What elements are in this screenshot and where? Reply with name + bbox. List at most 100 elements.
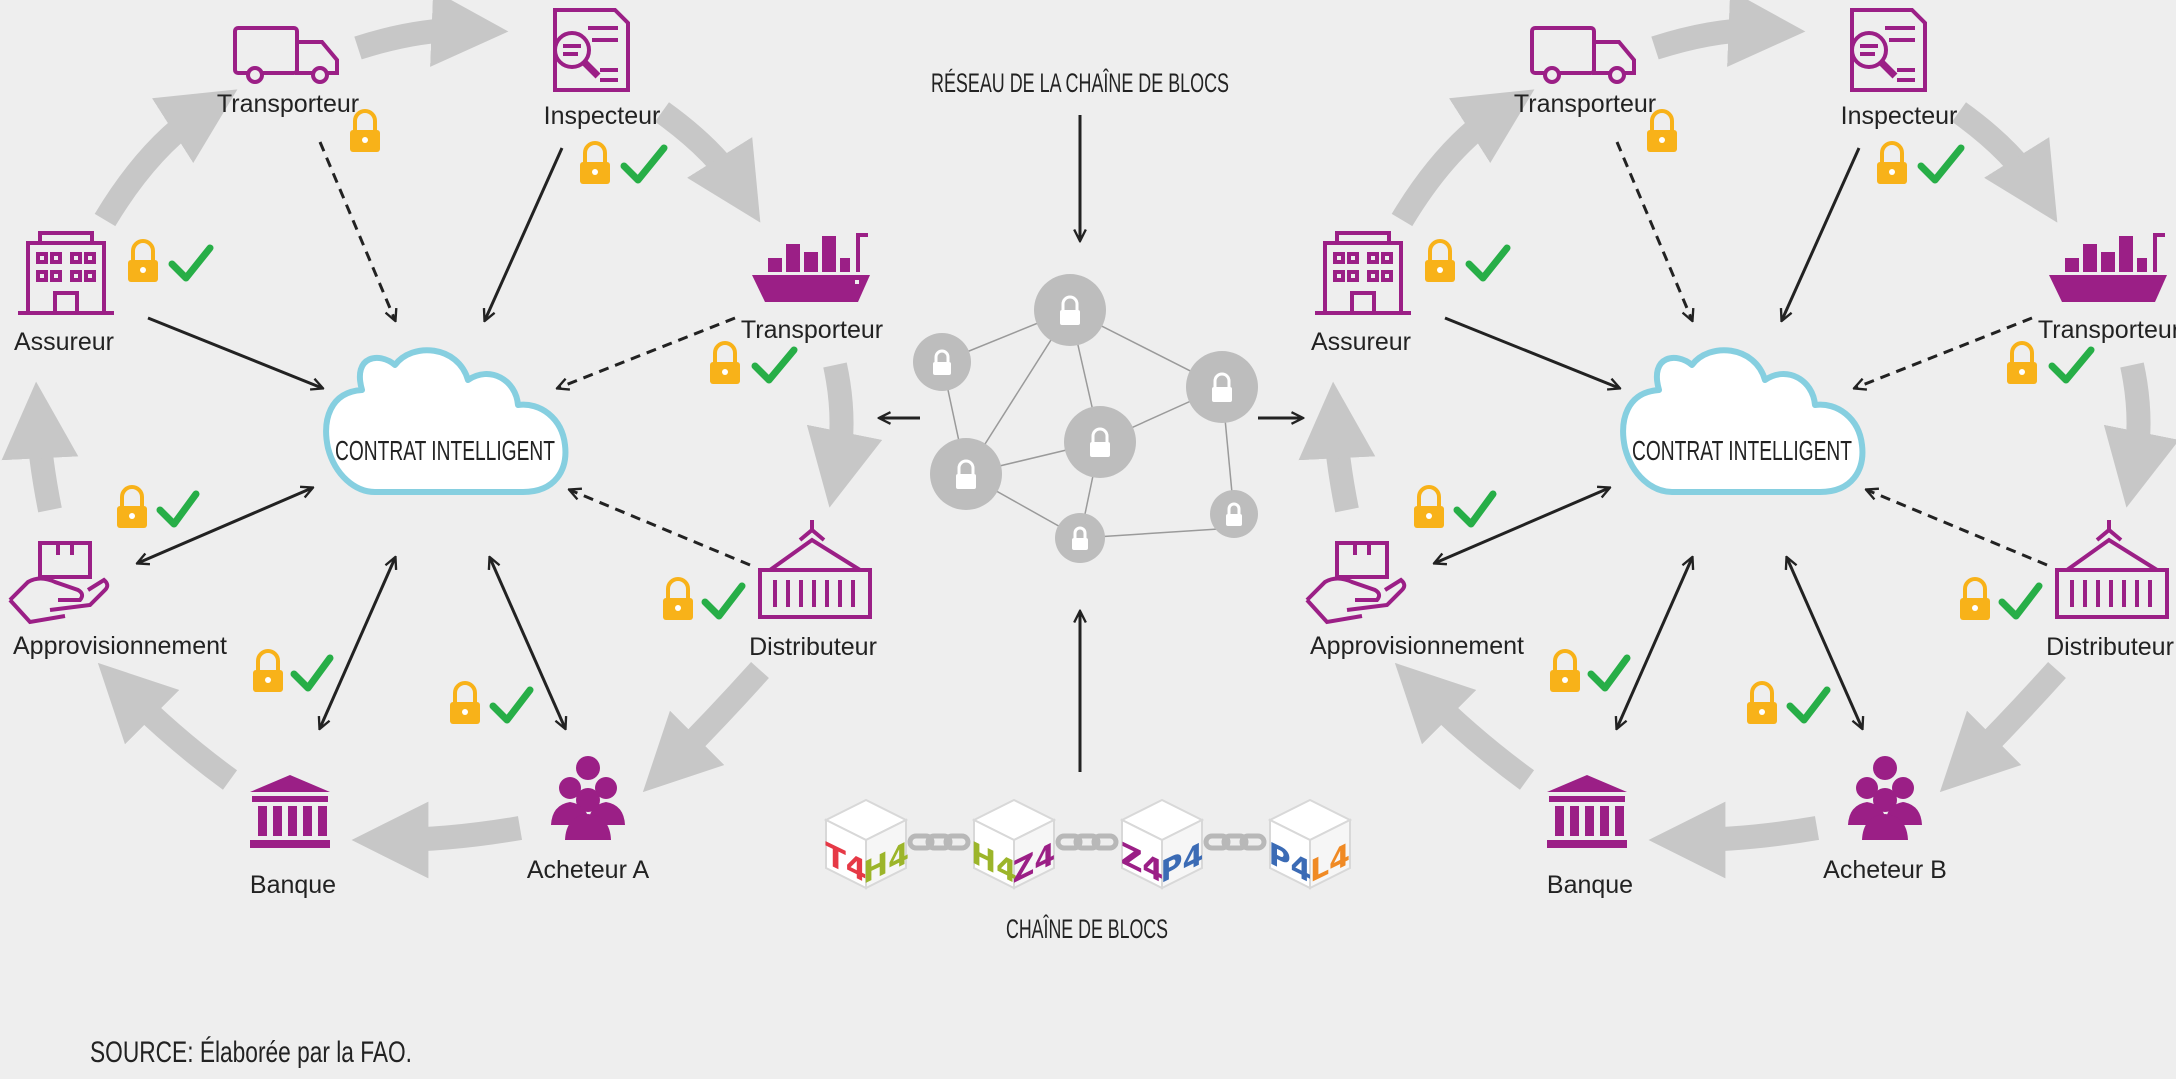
actor-approvisionnement: Approvisionnement — [8, 541, 227, 660]
double-connector — [1435, 488, 1609, 563]
flow-arrow — [654, 102, 761, 223]
actor-label: Inspecteur — [544, 102, 661, 130]
actor-label: Approvisionnement — [1310, 632, 1524, 660]
check-icon — [1453, 490, 1497, 528]
flow-arrow — [1939, 661, 2066, 793]
cargo-ship-icon — [2049, 233, 2167, 302]
source-note: SOURCE: Élaborée par la FAO. — [90, 1036, 412, 1069]
lock-icon — [1647, 109, 1677, 152]
solid-connector — [1444, 316, 1619, 388]
flow-arrow — [1298, 381, 1376, 513]
actor-label: Approvisionnement — [13, 632, 227, 660]
actor-acheteur: Acheteur B — [1823, 756, 1947, 884]
network-node — [930, 438, 1002, 510]
flow-arrow — [354, 0, 509, 67]
actor-inspecteur: Inspecteur — [544, 8, 661, 130]
lock-icon — [117, 485, 147, 528]
actor-transporteur-ship: Transporteur — [741, 233, 883, 344]
double-connector — [1617, 558, 1692, 728]
actor-label: Transporteur — [217, 90, 359, 118]
lock-icon — [450, 681, 480, 724]
actor-transporteur-road: Transporteur — [217, 26, 359, 118]
actor-label: Assureur — [1311, 328, 1411, 356]
inspection-document-icon — [553, 8, 630, 92]
hand-box-icon — [1305, 541, 1407, 625]
check-icon — [620, 144, 668, 184]
cargo-ship-icon — [752, 233, 870, 302]
check-icon — [701, 582, 746, 620]
network-node — [1034, 274, 1106, 346]
solid-connector — [1782, 147, 1861, 320]
people-group-icon — [1848, 756, 1922, 840]
lock-icon — [1414, 485, 1444, 528]
check-icon — [290, 654, 334, 692]
dashed-connector — [570, 490, 751, 567]
actor-label: Transporteur — [2038, 316, 2176, 344]
actor-label: Distributeur — [2046, 633, 2174, 661]
actor-label: Acheteur B — [1823, 856, 1947, 884]
flow-arrow — [1394, 662, 1535, 790]
dashed-connector — [558, 316, 736, 388]
network-node — [913, 333, 971, 391]
actor-label: Acheteur A — [527, 856, 650, 884]
network-node — [1210, 490, 1258, 538]
flow-arrow — [806, 362, 883, 508]
network-node — [1055, 513, 1105, 563]
lock-icon — [580, 141, 610, 184]
check-icon — [1917, 144, 1965, 184]
actor-assureur: Assureur — [1311, 231, 1411, 356]
network-node — [1186, 351, 1258, 423]
actor-label: Transporteur — [741, 316, 883, 344]
left-smart-contract-cloud: CONTRAT INTELLIGENT — [323, 347, 569, 495]
hand-box-icon — [8, 541, 110, 625]
actor-label: Distributeur — [749, 633, 877, 661]
flow-arrow — [94, 89, 238, 227]
lock-icon — [2007, 341, 2037, 384]
lock-icon — [253, 649, 283, 692]
lock-icon — [1877, 141, 1907, 184]
actor-assureur: Assureur — [14, 231, 114, 356]
actor-transporteur-ship: Transporteur — [2038, 233, 2176, 344]
chain-title: CHAÎNE DE BLOCS — [1006, 913, 1168, 944]
actor-banque: Banque — [1547, 775, 1633, 899]
left-security-markers — [117, 109, 798, 724]
check-icon — [751, 346, 798, 384]
flow-arrow — [2103, 362, 2176, 508]
actor-transporteur-road: Transporteur — [1514, 26, 1656, 118]
lock-icon — [1550, 649, 1580, 692]
flow-arrow — [1651, 0, 1806, 67]
double-connector — [490, 558, 565, 728]
right-smart-contract-cloud: CONTRAT INTELLIGENT — [1620, 347, 1866, 495]
contract-label: CONTRAT INTELLIGENT — [1632, 435, 1852, 466]
flow-arrow — [1391, 89, 1535, 227]
container-icon — [758, 520, 872, 619]
double-connector — [1787, 558, 1862, 728]
flow-arrow — [351, 801, 523, 879]
left-cycle: CONTRAT INTELLIGENT — [1, 0, 883, 899]
solid-connector — [147, 316, 322, 388]
office-building-icon — [1315, 231, 1411, 315]
actor-acheteur: Acheteur A — [527, 756, 650, 884]
lock-icon — [663, 577, 693, 620]
check-icon — [1998, 582, 2043, 620]
right-cycle-flow-arrows — [1298, 0, 2176, 879]
office-building-icon — [18, 231, 114, 315]
right-cycle: CONTRAT INTELLIGENT Transpor — [1298, 0, 2176, 899]
lock-icon — [1425, 239, 1455, 282]
actor-label: Banque — [250, 871, 336, 899]
right-security-markers — [1414, 109, 2095, 724]
check-icon — [1465, 244, 1511, 282]
double-connector — [320, 558, 395, 728]
bank-icon — [1547, 775, 1627, 848]
check-icon — [156, 490, 200, 528]
chain-links — [907, 833, 1267, 851]
actor-label: Transporteur — [1514, 90, 1656, 118]
check-icon — [1786, 686, 1831, 724]
check-icon — [1587, 654, 1631, 692]
left-cycle-flow-arrows — [1, 0, 883, 879]
right-contract-connectors — [1435, 141, 2048, 728]
